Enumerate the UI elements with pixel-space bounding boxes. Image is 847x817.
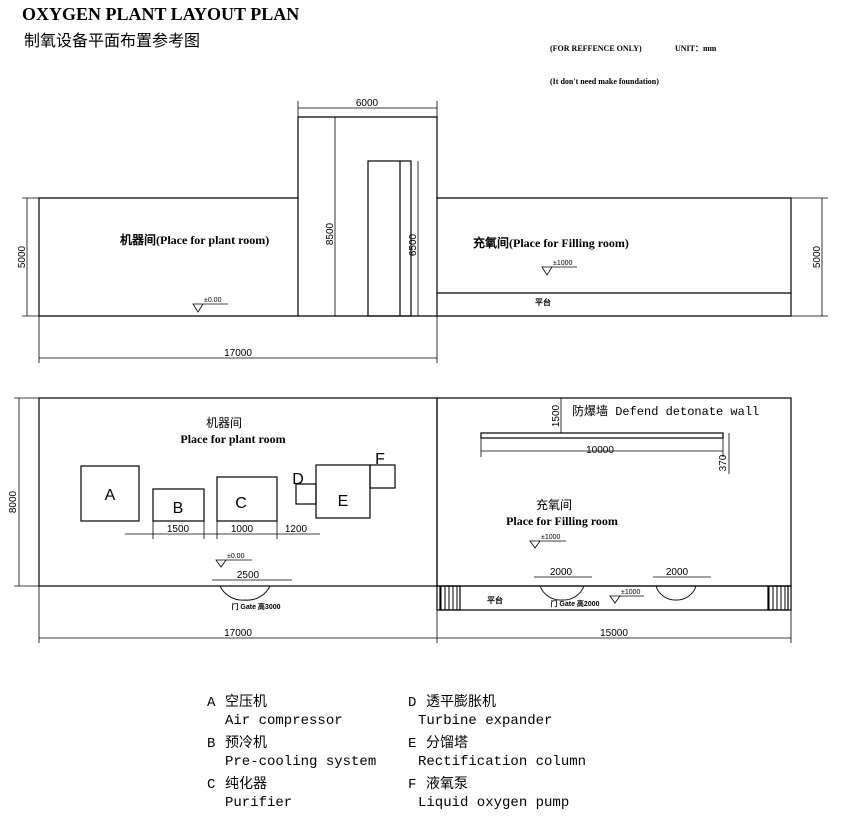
equipment-a-label: A [105,487,116,504]
note-unit: UNIT：mm [675,44,717,53]
elev-platform-label: 平台 [535,297,551,307]
legend-en-b: Pre-cooling system [225,754,376,770]
legend-item-c: C 纯化器 Purifier [207,776,292,811]
legend-en-e: Rectification column [418,754,586,770]
title-en: OXYGEN PLANT LAYOUT PLAN [22,4,299,24]
header: OXYGEN PLANT LAYOUT PLAN 制氧设备平面布置参考图 (FO… [22,4,717,86]
legend-cn-a: 空压机 [225,694,267,711]
elev-plant-room-label: 机器间(Place for plant room) [120,232,269,247]
legend-item-a: A 空压机 Air compressor [207,694,343,729]
title-cn: 制氧设备平面布置参考图 [24,32,200,50]
legend-en-f: Liquid oxygen pump [418,795,569,811]
legend-item-b: B 预冷机 Pre-cooling system [207,735,376,770]
legend-cn-c: 纯化器 [225,776,267,793]
equipment-c-label: C [235,495,247,512]
equipment-a-box [80,465,140,522]
elev-level-filling: ±1000 [553,260,573,267]
note-foundation: (It don't need make foundation) [550,77,659,86]
elev-dim-bottom: 17000 [224,348,252,359]
dim-wall-length: 10000 [586,445,614,456]
dim-gate-filling-2: 2000 [666,567,689,578]
plan-filling-label-cn: 充氧间 [536,497,572,512]
legend-item-d: D 透平膨胀机 Turbine expander [408,693,552,729]
gate-label-plant: 门 Gate 高3000 [231,602,280,611]
filling-room [436,397,792,587]
legend-item-e: E 分馏塔 Rectification column [408,735,586,770]
equipment-b-box [152,488,205,522]
dim-c: 1000 [231,524,254,535]
equipment-e-label: E [338,493,349,510]
plan-level-filling-gate: ±1000 [621,589,641,596]
plan-view [14,397,792,643]
dim-wall-offset: 370 [718,454,729,471]
elev-dim-left: 5000 [17,245,28,268]
legend-en-d: Turbine expander [418,713,552,729]
plan-platform-label: 平台 [487,595,503,605]
level-marker-plant [192,303,204,313]
equipment-f-label: F [375,451,385,468]
gate-plant [219,585,271,601]
elev-dim-top: 6000 [356,98,379,109]
elev-dim-tower-outer: 8500 [325,222,336,245]
plan-level-filling-room: ±1000 [541,534,561,541]
dim-wall-height: 1500 [551,404,562,427]
legend-code-b: B [207,736,215,752]
equipment-f-box [369,464,396,489]
dim-b: 1500 [167,524,190,535]
plan-level-marker-plant [215,559,227,568]
gate-label-filling: 门 Gate 高2000 [550,599,599,608]
elev-level-plant: ±0.00 [204,297,222,304]
stairs-right [767,585,789,611]
plan-level-marker-filling-room [529,540,541,549]
legend-cn-d: 透平膨胀机 [426,693,496,711]
legend-item-f: F 液氧泵 Liquid oxygen pump [408,776,569,811]
elev-dim-tower-inner: 6500 [408,233,419,256]
legend-cn-b: 预冷机 [225,735,267,752]
plan-plant-label-en: Place for plant room [180,432,285,446]
legend-code-a: A [207,695,216,711]
plan-plant-label-cn: 机器间 [206,416,242,430]
plan-level-plant: ±0.00 [227,553,245,560]
plan-level-marker-filling-gate [609,595,621,604]
level-marker-filling [541,266,553,276]
legend-code-f: F [408,777,416,793]
equipment-b-label: B [173,500,184,517]
legend: A 空压机 Air compressor B 预冷机 Pre-cooling s… [207,693,586,811]
legend-cn-f: 液氧泵 [426,776,468,793]
gate-filling-2 [655,585,697,601]
legend-code-c: C [207,777,215,793]
legend-en-c: Purifier [225,795,292,811]
blast-wall-label: 防爆墙 Defend detonate wall [572,403,759,419]
legend-code-e: E [408,736,416,752]
plan-filling-label-en: Place for Filling room [506,514,618,528]
plan-dim-left: 8000 [8,490,19,513]
elevation-view [22,101,828,363]
equipment-d-label: D [292,471,304,488]
blast-wall [480,432,724,439]
elev-filling-room-label: 充氧间(Place for Filling room) [473,235,629,250]
dim-gate-filling-1: 2000 [550,567,573,578]
legend-code-d: D [408,695,416,711]
legend-en-a: Air compressor [225,713,343,729]
gate-filling-1 [539,585,585,601]
dim-gap: 1200 [285,524,308,535]
note-reference: (FOR REFFENCE ONLY) [550,44,642,53]
legend-cn-e: 分馏塔 [426,735,468,752]
plan-dim-bottom-right: 15000 [600,628,628,639]
dim-gate-plant: 2500 [237,570,260,581]
elevation-outline [38,116,792,317]
stairs-left [439,585,461,611]
elev-dim-right: 5000 [812,245,823,268]
equipment-c-box [216,476,278,522]
tower-column [367,160,412,317]
equipment-e-box [315,464,371,519]
plan-dim-bottom-left: 17000 [224,628,252,639]
